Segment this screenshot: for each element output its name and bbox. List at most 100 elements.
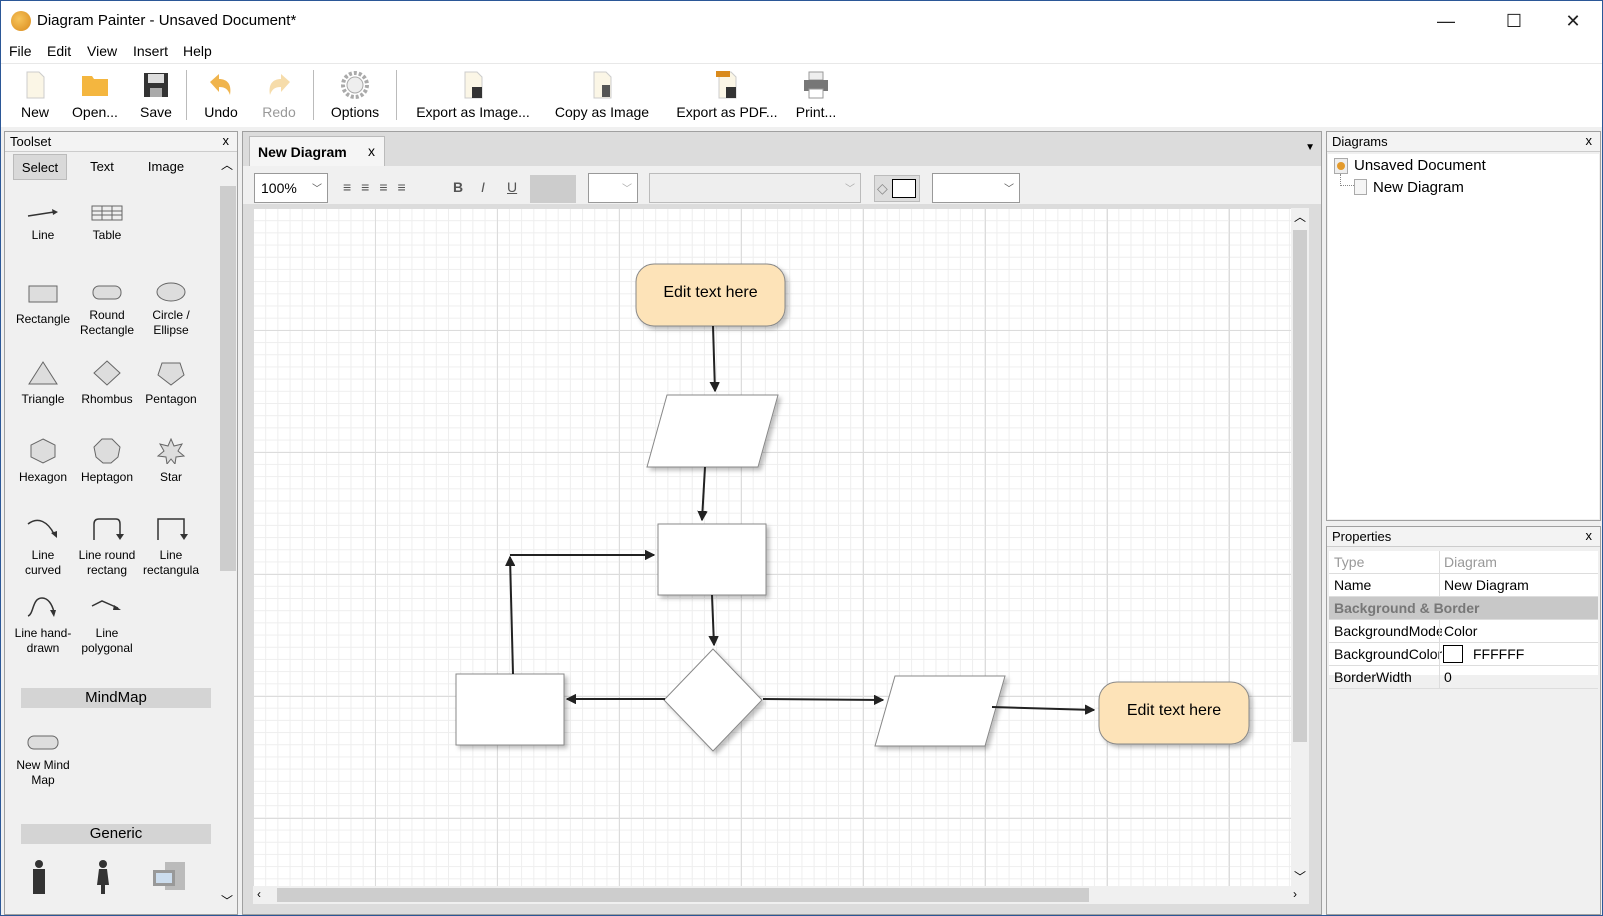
tree-item-new-diagram[interactable]: New Diagram bbox=[1373, 179, 1464, 196]
property-value[interactable]: Color bbox=[1444, 623, 1478, 639]
properties-close-button[interactable]: x bbox=[1585, 528, 1593, 543]
zoom-select[interactable]: 100%﹀ bbox=[254, 173, 328, 203]
tool-line-round-rectangular[interactable]: Line round rectang bbox=[75, 516, 139, 578]
bold-button[interactable]: B bbox=[453, 179, 464, 195]
menu-help[interactable]: Help bbox=[183, 43, 212, 59]
start-node[interactable] bbox=[635, 263, 786, 327]
tool-rhombus[interactable]: Rhombus bbox=[75, 360, 139, 407]
close-button[interactable]: ✕ bbox=[1565, 11, 1581, 31]
scroll-thumb[interactable] bbox=[277, 888, 1089, 902]
property-value[interactable]: FFFFFF bbox=[1473, 646, 1525, 662]
person-male-icon[interactable] bbox=[31, 860, 47, 894]
scroll-down-arrow[interactable]: ﹀ bbox=[1294, 870, 1307, 884]
save-button[interactable]: Save bbox=[131, 66, 181, 126]
tab-image[interactable]: Image bbox=[147, 159, 185, 174]
property-key: BorderWidth bbox=[1334, 669, 1412, 685]
tool-line-curved[interactable]: Line curved bbox=[11, 516, 75, 578]
parallelogram-node[interactable] bbox=[646, 394, 779, 468]
minimize-button[interactable]: — bbox=[1437, 11, 1455, 31]
tool-line-polygonal[interactable]: Line polygonal bbox=[75, 594, 139, 656]
scroll-thumb[interactable] bbox=[1293, 230, 1307, 742]
undo-button[interactable]: Undo bbox=[197, 66, 245, 126]
property-value[interactable]: 0 bbox=[1444, 669, 1452, 685]
start-node-text[interactable]: Edit text here bbox=[663, 284, 758, 301]
text-color-button[interactable] bbox=[530, 175, 576, 203]
tab-select[interactable]: Select bbox=[13, 154, 67, 180]
export-image-button[interactable]: Export as Image... bbox=[411, 66, 535, 126]
property-row-border-width[interactable]: BorderWidth 0 bbox=[1329, 666, 1598, 689]
scroll-up-arrow[interactable]: ︿ bbox=[221, 158, 234, 172]
connector-arrow[interactable] bbox=[510, 557, 513, 675]
connector-arrow[interactable] bbox=[713, 325, 715, 391]
menu-file[interactable]: File bbox=[9, 43, 32, 59]
decision-node[interactable] bbox=[663, 648, 763, 752]
print-button[interactable]: Print... bbox=[791, 66, 841, 126]
menu-view[interactable]: View bbox=[87, 43, 118, 59]
connector-arrow[interactable] bbox=[702, 466, 705, 520]
tab-close-button[interactable]: x bbox=[368, 143, 375, 159]
parallelogram-node-right[interactable] bbox=[874, 675, 1006, 747]
diagrams-close-button[interactable]: x bbox=[1585, 133, 1593, 148]
rectangle-node[interactable] bbox=[657, 523, 767, 596]
scroll-thumb[interactable] bbox=[220, 186, 236, 571]
tool-line-rectangular[interactable]: Line rectangula bbox=[139, 516, 203, 578]
end-node-text[interactable]: Edit text here bbox=[1126, 702, 1222, 719]
tool-new-mind-map[interactable]: New Mind Map bbox=[11, 734, 75, 788]
tool-pentagon[interactable]: Pentagon bbox=[139, 360, 203, 407]
menu-edit[interactable]: Edit bbox=[47, 43, 72, 59]
fill-color-button[interactable]: ◇ bbox=[874, 175, 920, 202]
tool-triangle[interactable]: Triangle bbox=[11, 360, 75, 407]
section-mindmap[interactable]: MindMap bbox=[21, 688, 211, 708]
rectangle-node-left[interactable] bbox=[455, 673, 565, 746]
tool-table[interactable]: Table bbox=[75, 204, 139, 243]
export-pdf-button[interactable]: Export as PDF... bbox=[671, 66, 783, 126]
menu-insert[interactable]: Insert bbox=[133, 43, 169, 59]
tool-round-rectangle[interactable]: Round Rectangle bbox=[75, 282, 139, 338]
scroll-down-arrow[interactable]: ﹀ bbox=[221, 894, 234, 908]
diagram-canvas[interactable]: Edit text here Edit text here bbox=[253, 208, 1291, 886]
connector-arrow[interactable] bbox=[762, 699, 883, 700]
font-size-select[interactable]: ﹀ bbox=[588, 173, 638, 203]
tool-circle-ellipse[interactable]: Circle / Ellipse bbox=[139, 282, 203, 338]
end-node[interactable] bbox=[1098, 681, 1250, 745]
tool-line[interactable]: Line bbox=[11, 204, 75, 243]
tree-item-unsaved-document[interactable]: Unsaved Document bbox=[1354, 157, 1486, 174]
redo-button[interactable]: Redo bbox=[255, 66, 303, 126]
tool-heptagon[interactable]: Heptagon bbox=[75, 438, 139, 485]
property-section-background-border[interactable]: Background & Border bbox=[1329, 597, 1598, 620]
diagram-svg bbox=[455, 263, 1250, 752]
maximize-button[interactable]: ☐ bbox=[1505, 11, 1523, 31]
tab-list-dropdown-icon[interactable]: ▼ bbox=[1305, 142, 1315, 153]
toolset-close-button[interactable]: x bbox=[222, 133, 230, 148]
section-generic[interactable]: Generic bbox=[21, 824, 211, 844]
open-button[interactable]: Open... bbox=[67, 66, 123, 126]
connector-arrow[interactable] bbox=[991, 707, 1094, 710]
underline-button[interactable]: U bbox=[507, 179, 518, 195]
line-style-select[interactable]: ﹀ bbox=[932, 173, 1020, 203]
scroll-left-arrow[interactable]: ‹ bbox=[257, 887, 261, 901]
italic-button[interactable]: I bbox=[481, 179, 485, 195]
person-female-icon[interactable] bbox=[97, 860, 109, 894]
scroll-right-arrow[interactable]: › bbox=[1293, 887, 1297, 901]
canvas-horizontal-scrollbar[interactable]: ‹ › bbox=[253, 886, 1309, 904]
tool-star[interactable]: Star bbox=[139, 438, 203, 485]
tool-rectangle[interactable]: Rectangle bbox=[11, 282, 75, 327]
options-button[interactable]: Options bbox=[323, 66, 387, 126]
font-family-select[interactable]: ﹀ bbox=[649, 173, 861, 203]
canvas-vertical-scrollbar[interactable]: ︿ ﹀ bbox=[1291, 208, 1309, 886]
tab-text[interactable]: Text bbox=[90, 159, 114, 174]
align-buttons[interactable]: ≡≡≡≡ bbox=[343, 179, 416, 195]
tool-hexagon[interactable]: Hexagon bbox=[11, 438, 75, 485]
copy-image-button[interactable]: Copy as Image bbox=[549, 66, 655, 126]
tool-line-hand-drawn[interactable]: Line hand-drawn bbox=[11, 594, 75, 656]
property-value[interactable]: New Diagram bbox=[1444, 577, 1529, 593]
scroll-up-arrow[interactable]: ︿ bbox=[1294, 210, 1307, 224]
tab-new-diagram[interactable]: New Diagram x bbox=[249, 136, 385, 166]
connector-arrow[interactable] bbox=[712, 594, 714, 645]
new-button[interactable]: New bbox=[11, 66, 59, 126]
toolset-scrollbar[interactable]: ︿ ﹀ bbox=[219, 154, 237, 914]
computer-icon[interactable] bbox=[153, 862, 187, 892]
